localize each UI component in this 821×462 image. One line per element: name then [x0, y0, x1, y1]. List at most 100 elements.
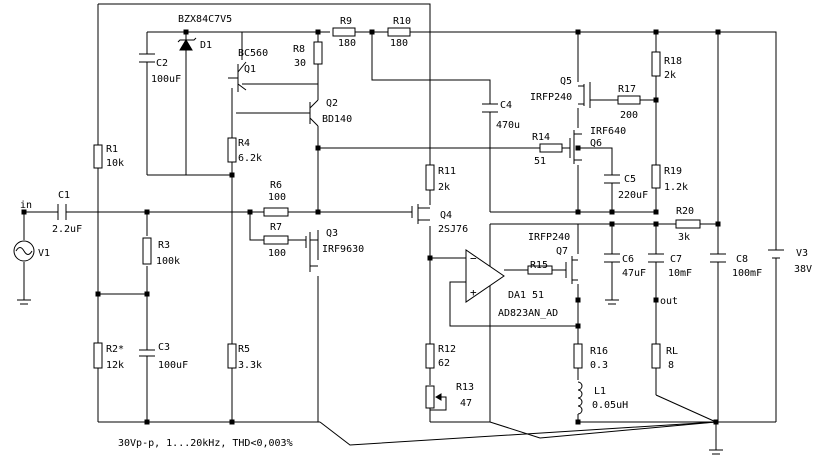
- ground-icon: [17, 299, 31, 305]
- v1-ref: V1: [38, 248, 50, 259]
- battery-v3: [768, 249, 784, 270]
- capacitor-c7: [648, 253, 664, 263]
- q2-type: BD140: [322, 114, 352, 125]
- capacitor-c6: [604, 253, 620, 263]
- capacitor-c5: [604, 174, 620, 184]
- resistors: [93, 27, 701, 411]
- mosfet-q5: [578, 82, 591, 108]
- q4-ref: Q4: [440, 210, 452, 221]
- r1-value: 10k: [106, 158, 124, 169]
- r7-ref: R7: [270, 222, 282, 233]
- q2-ref: Q2: [326, 98, 338, 109]
- v3-ref: V3: [796, 248, 808, 259]
- mosfet-q4: [411, 204, 430, 224]
- c4-value: 470u: [496, 120, 520, 131]
- rl-ref: RL: [666, 346, 678, 357]
- ground-icon: [605, 299, 619, 305]
- r11-value: 2k: [438, 182, 450, 193]
- r12-value: 62: [438, 358, 450, 369]
- resistor-r19: [651, 164, 661, 189]
- q6-type: IRF640: [590, 126, 626, 137]
- r13-value: 47: [460, 398, 472, 409]
- inductor-l1: [577, 381, 583, 415]
- da1-ref: DA1: [508, 290, 526, 301]
- ground-icon: [709, 449, 723, 455]
- r10-ref: R10: [393, 16, 411, 27]
- c5-value: 220uF: [618, 190, 648, 201]
- c1-ref: C1: [58, 190, 70, 201]
- c5-ref: C5: [624, 174, 636, 185]
- r1-ref: R1: [106, 144, 118, 155]
- r8-ref: R8: [293, 44, 305, 55]
- r17-ref: R17: [618, 84, 636, 95]
- c1-value: 2.2uF: [52, 224, 82, 235]
- q5-ref: Q5: [560, 76, 572, 87]
- resistor-r10: [387, 27, 411, 37]
- r5-ref: R5: [238, 344, 250, 355]
- resistor-r8: [313, 41, 323, 65]
- junction-dots: [21, 29, 721, 425]
- wires: [23, 3, 777, 450]
- r9-ref: R9: [340, 16, 352, 27]
- capacitor-c8: [710, 253, 726, 263]
- r4-value: 6.2k: [238, 153, 262, 164]
- r7-value: 100: [268, 248, 286, 259]
- resistor-r6: [263, 207, 289, 217]
- potentiometer-wiper: [430, 396, 447, 411]
- r15-value: 51: [532, 290, 544, 301]
- c2-ref: C2: [156, 58, 168, 69]
- resistor-r20: [675, 219, 701, 229]
- r13-ref: R13: [456, 382, 474, 393]
- resistor-r14: [539, 143, 563, 153]
- component-labels: BZX84C7V5 D1 C2 100uF BC560 Q1 R8 30 R9 …: [20, 14, 812, 449]
- r17-value: 200: [620, 110, 638, 121]
- r16-ref: R16: [590, 346, 608, 357]
- r2-ref: R2*: [106, 344, 124, 355]
- q3-type: IRF9630: [322, 244, 364, 255]
- r10-value: 180: [390, 38, 408, 49]
- c8-value: 100mF: [732, 268, 762, 279]
- r5-value: 3.3k: [238, 360, 262, 371]
- r14-ref: R14: [532, 132, 550, 143]
- capacitors: [57, 53, 726, 357]
- ground-symbols: [17, 299, 723, 455]
- c6-ref: C6: [622, 254, 634, 265]
- resistor-rl: [651, 343, 661, 369]
- zener-diode-d1: [177, 37, 197, 51]
- resistor-r11: [425, 164, 435, 191]
- mosfet-q7: [565, 256, 578, 284]
- r20-value: 3k: [678, 232, 690, 243]
- r4-ref: R4: [238, 138, 250, 149]
- resistor-r7: [263, 235, 289, 245]
- r18-value: 2k: [664, 70, 676, 81]
- r20-ref: R20: [676, 206, 694, 217]
- transistor-q2: [236, 99, 319, 127]
- capacitor-c1: [57, 204, 67, 220]
- q1-type: BC560: [238, 48, 268, 59]
- resistor-r17: [617, 95, 641, 105]
- footnote: 30Vp-p, 1...20kHz, THD<0,003%: [118, 438, 293, 449]
- r8-value: 30: [294, 58, 306, 69]
- da1-type: AD823AN_AD: [498, 308, 558, 319]
- r6-ref: R6: [270, 180, 282, 191]
- resistor-r15: [527, 265, 553, 275]
- q1-ref: Q1: [244, 64, 256, 75]
- q7-ref: Q7: [556, 246, 568, 257]
- transistor-q1: [228, 61, 247, 92]
- resistor-r1: [93, 144, 103, 169]
- r2-value: 12k: [106, 360, 124, 371]
- resistor-r9: [332, 27, 356, 37]
- v3-value: 38V: [794, 264, 812, 275]
- q4-type: 2SJ76: [438, 224, 468, 235]
- rl-value: 8: [668, 360, 674, 371]
- resistor-r3: [142, 237, 152, 265]
- l1-ref: L1: [594, 386, 606, 397]
- transistors: [228, 61, 591, 284]
- r12-ref: R12: [438, 344, 456, 355]
- c8-ref: C8: [736, 254, 748, 265]
- c3-ref: C3: [158, 342, 170, 353]
- resistor-r18: [651, 51, 661, 77]
- resistor-r13: [425, 385, 435, 409]
- d1-type: BZX84C7V5: [178, 14, 232, 25]
- r15-ref: R15: [530, 260, 548, 271]
